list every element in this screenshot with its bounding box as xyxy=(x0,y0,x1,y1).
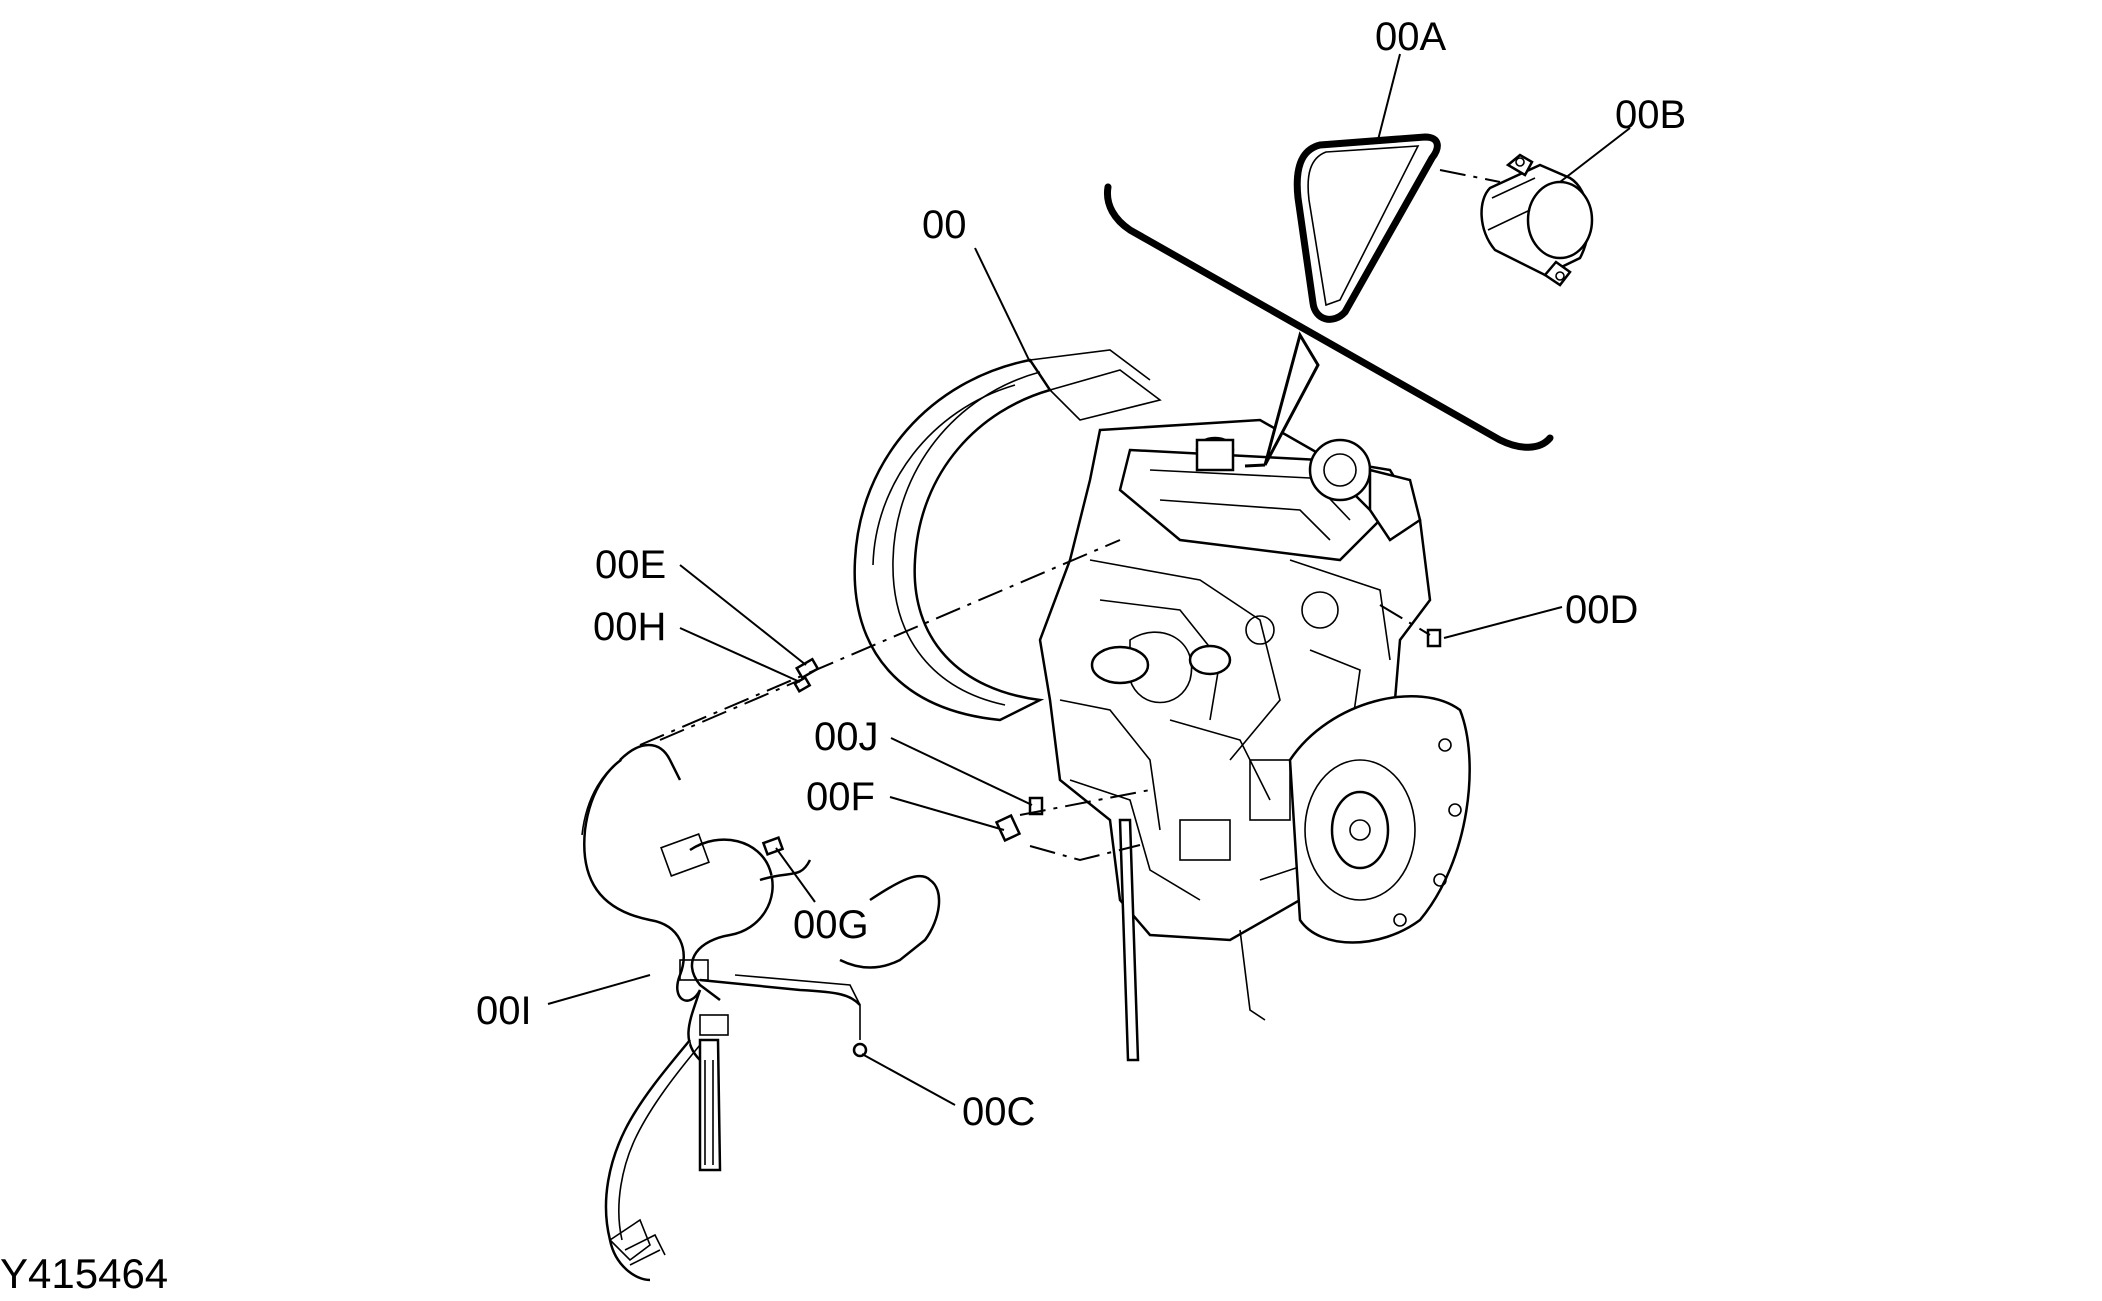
callout-00j: 00J xyxy=(814,715,879,759)
callout-00f: 00F xyxy=(806,775,875,819)
callout-00i: 00I xyxy=(476,989,532,1033)
connector-00j-part xyxy=(1028,796,1044,816)
callout-00g: 00G xyxy=(793,903,869,947)
connector-00e-part xyxy=(794,657,820,680)
fan-shroud xyxy=(853,349,1162,722)
callout-00c: 00C xyxy=(962,1090,1035,1134)
callout-00a: 00A xyxy=(1375,15,1446,59)
callout-00e: 00E xyxy=(595,543,666,587)
connector-00f-part xyxy=(994,813,1022,843)
figure-id: Y415464 xyxy=(0,1250,168,1297)
clip-00c-part xyxy=(852,1042,868,1058)
engine-assembly xyxy=(853,349,1471,1062)
clip-00d-part xyxy=(1426,628,1442,648)
callout-00b: 00B xyxy=(1615,93,1686,137)
callout-00d: 00D xyxy=(1565,588,1638,632)
dipstick-tube xyxy=(1118,818,1140,1062)
ac-compressor xyxy=(1480,153,1594,287)
callout-00: 00 xyxy=(922,203,967,247)
detail-bracket xyxy=(1103,183,1554,468)
callout-00h: 00H xyxy=(593,605,666,649)
wiring-harness xyxy=(581,743,941,1282)
drive-belt xyxy=(1293,133,1441,323)
flywheel-housing xyxy=(1288,695,1471,944)
